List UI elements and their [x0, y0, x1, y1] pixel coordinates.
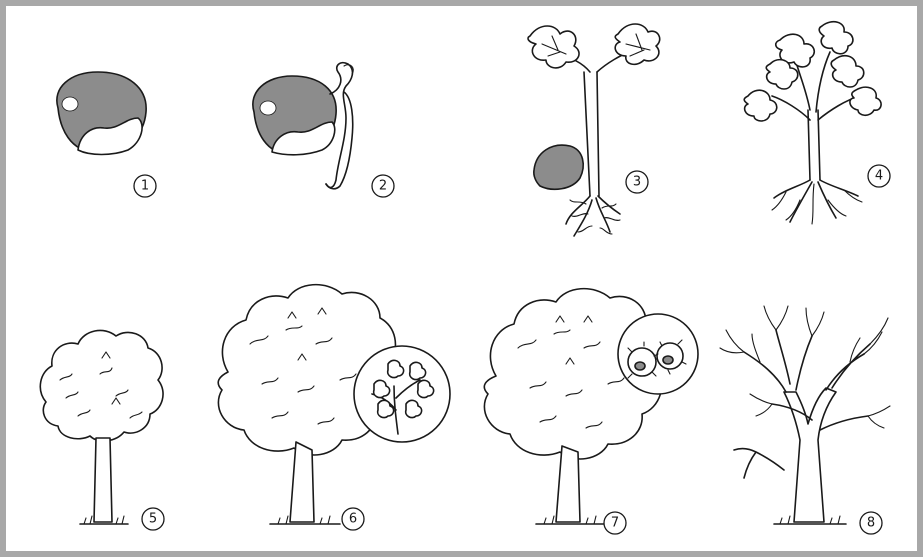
stage-badge-8: 8 — [860, 512, 882, 534]
stage-badge-5: 5 — [142, 508, 164, 530]
stage-badge-2: 2 — [372, 175, 394, 197]
sapling-icon — [744, 22, 881, 224]
fruiting-tree-icon — [484, 289, 698, 524]
stage-number-3: 3 — [633, 175, 641, 190]
stage-number-5: 5 — [149, 512, 157, 527]
stage-badge-3: 3 — [626, 171, 648, 193]
seed-icon — [57, 72, 146, 155]
stage-number-4: 4 — [875, 169, 883, 184]
stage-badge-7: 7 — [604, 512, 626, 534]
germinating-seed-icon — [253, 63, 353, 189]
stage-number-7: 7 — [611, 516, 619, 531]
stage-number-8: 8 — [867, 516, 875, 531]
seedling-icon — [528, 24, 660, 236]
stage-number-2: 2 — [379, 179, 387, 194]
young-tree-icon — [40, 330, 163, 524]
stage-badge-4: 4 — [868, 165, 890, 187]
stage-badge-1: 1 — [134, 175, 156, 197]
stage-number-6: 6 — [349, 512, 357, 527]
flowering-tree-icon — [218, 285, 450, 524]
life-cycle-diagram: 1 2 3 4 5 6 7 8 — [6, 6, 917, 551]
stage-badge-6: 6 — [342, 508, 364, 530]
stage-number-1: 1 — [141, 179, 149, 194]
bare-tree-icon — [720, 306, 890, 524]
